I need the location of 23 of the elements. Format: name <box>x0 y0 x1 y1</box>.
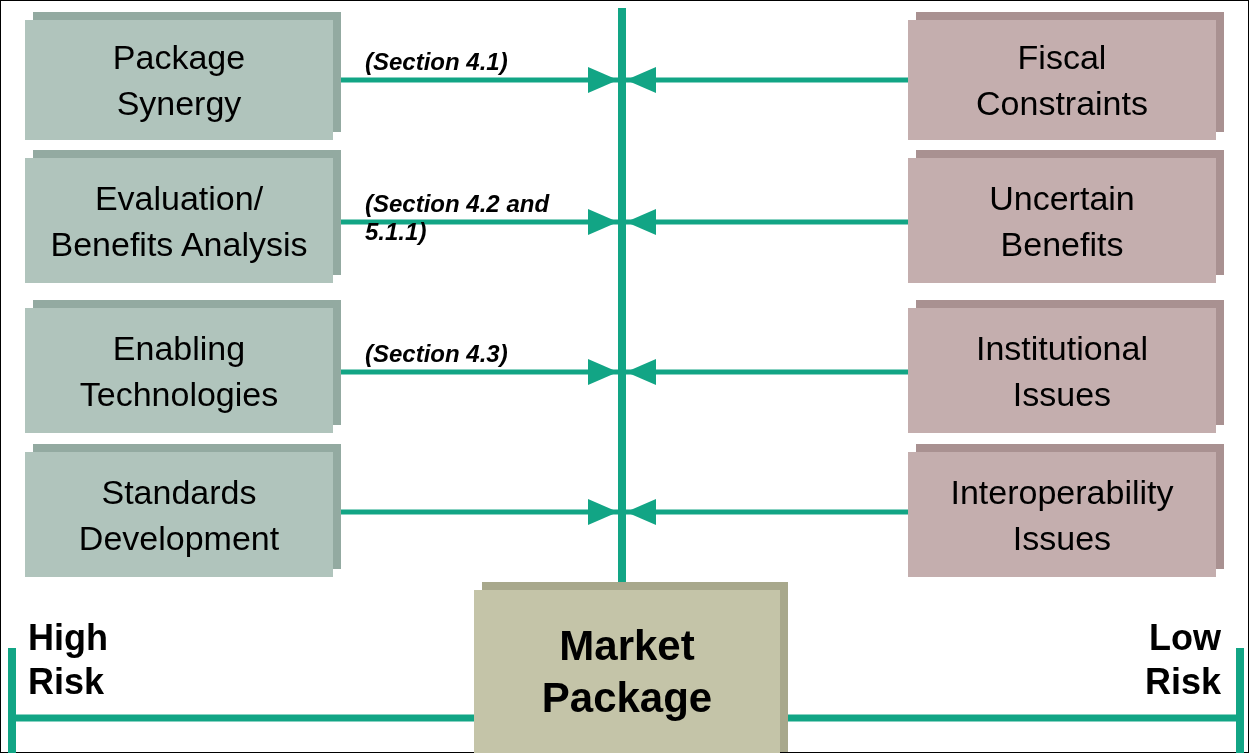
factor-label: Institutional Issues <box>975 327 1149 415</box>
trunk-bar <box>618 8 626 540</box>
arrow <box>626 67 908 93</box>
arrow <box>626 499 908 525</box>
arrow <box>341 359 618 385</box>
arrow <box>626 209 908 235</box>
factor-label: Evaluation/ Benefits Analysis <box>49 177 309 265</box>
edge-label: (Section 4.3) <box>365 340 509 368</box>
target-label: Market Package <box>540 621 714 723</box>
edge-label: (Section 4.1) <box>365 48 509 76</box>
factor-label: Standards Development <box>77 471 281 559</box>
factor-label: Package Synergy <box>111 37 247 124</box>
factor-label: Enabling Technologies <box>78 327 280 415</box>
risk-label: High Risk <box>28 616 109 704</box>
arrow <box>626 359 908 385</box>
factor-label: Interoperability Issues <box>949 471 1175 559</box>
arrow <box>341 499 618 525</box>
risk-label: Low Risk <box>1143 616 1221 704</box>
arrow <box>341 209 618 235</box>
arrow <box>341 67 618 93</box>
factor-label: Fiscal Constraints <box>975 37 1149 124</box>
factor-label: Uncertain Benefits <box>988 177 1136 265</box>
edge-label: (Section 4.2 and 5.1.1) <box>365 190 551 246</box>
